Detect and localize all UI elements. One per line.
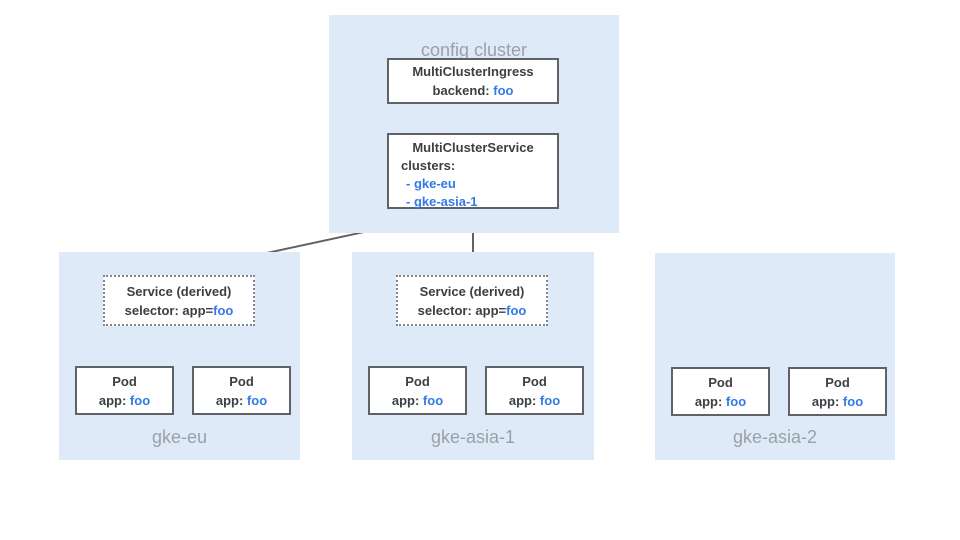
cluster-gke-asia-1: Service (derived) selector: app=foo Pod … <box>352 252 594 460</box>
selector-value: foo <box>213 302 234 318</box>
multi-cluster-service-box: MultiClusterService clusters: - gke-eu -… <box>387 133 559 209</box>
pod-app-line: app: foo <box>370 391 465 410</box>
pod-app-line: app: foo <box>194 391 289 410</box>
app-value: foo <box>725 393 747 409</box>
multi-cluster-ingress-backend: backend: foo <box>389 81 557 100</box>
app-value: foo <box>129 392 151 408</box>
backend-value: foo <box>493 83 514 98</box>
clusters-list-item: - gke-asia-1 <box>406 194 478 209</box>
pod-box: Pod app: foo <box>368 366 467 415</box>
derived-service-box: Service (derived) selector: app=foo <box>103 275 255 326</box>
derived-service-selector: selector: app=foo <box>398 301 546 320</box>
selector-label: selector: app= <box>124 302 214 318</box>
cluster-gke-eu: Service (derived) selector: app=foo Pod … <box>59 252 300 460</box>
app-label: app: <box>215 392 244 408</box>
config-cluster: config cluster MultiClusterIngress backe… <box>329 15 619 233</box>
pod-title: Pod <box>405 373 430 389</box>
derived-service-selector: selector: app=foo <box>105 301 253 320</box>
pod-title: Pod <box>112 373 137 389</box>
pod-app-line: app: foo <box>487 391 582 410</box>
clusters-list-item: - gke-eu <box>406 176 456 191</box>
pod-title: Pod <box>229 373 254 389</box>
config-cluster-label: config cluster <box>420 40 528 60</box>
pod-title: Pod <box>522 373 547 389</box>
pod-title: Pod <box>708 374 733 390</box>
app-label: app: <box>391 392 420 408</box>
derived-service-title: Service (derived) <box>419 283 525 299</box>
app-value: foo <box>842 393 864 409</box>
pod-box: Pod app: foo <box>788 367 887 416</box>
pod-title: Pod <box>825 374 850 390</box>
clusters-list-label: clusters: <box>401 158 456 173</box>
pod-box: Pod app: foo <box>75 366 174 415</box>
multi-cluster-ingress-box: MultiClusterIngress backend: foo <box>387 58 559 104</box>
pod-app-line: app: foo <box>790 392 885 411</box>
selector-label: selector: app= <box>417 302 507 318</box>
app-label: app: <box>508 392 537 408</box>
derived-service-box: Service (derived) selector: app=foo <box>396 275 548 326</box>
app-value: foo <box>246 392 268 408</box>
app-label: app: <box>811 393 840 409</box>
cluster-gke-asia-2: Pod app: foo Pod app: foo gke-asia-2 <box>655 253 895 460</box>
pod-box: Pod app: foo <box>671 367 770 416</box>
multi-cluster-ingress-title: MultiClusterIngress <box>412 64 534 79</box>
pod-box: Pod app: foo <box>485 366 584 415</box>
backend-label: backend: <box>432 83 490 98</box>
pod-box: Pod app: foo <box>192 366 291 415</box>
selector-value: foo <box>506 302 527 318</box>
derived-service-title: Service (derived) <box>126 283 232 299</box>
app-label: app: <box>694 393 723 409</box>
app-value: foo <box>422 392 444 408</box>
pod-app-line: app: foo <box>673 392 768 411</box>
cluster-name-gke-asia-2: gke-asia-2 <box>732 427 818 447</box>
app-label: app: <box>98 392 127 408</box>
app-value: foo <box>539 392 561 408</box>
cluster-name-gke-eu: gke-eu <box>151 427 208 447</box>
multi-cluster-service-title: MultiClusterService <box>412 140 534 155</box>
pod-app-line: app: foo <box>77 391 172 410</box>
cluster-name-gke-asia-1: gke-asia-1 <box>430 427 516 447</box>
